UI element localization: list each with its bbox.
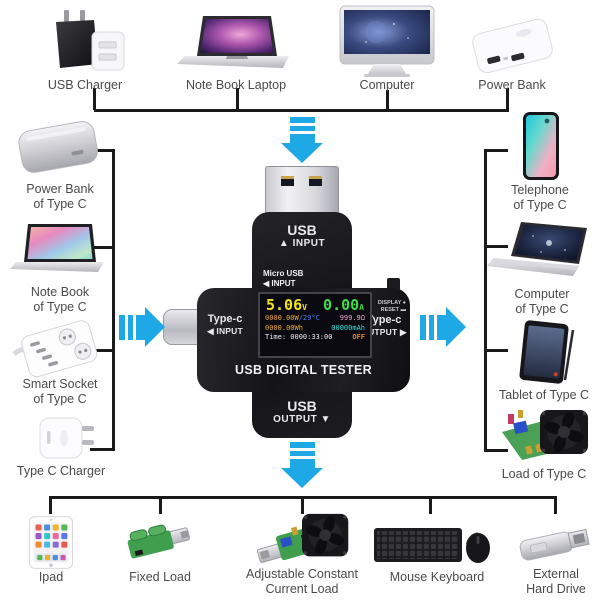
usb-a-plug <box>265 166 339 214</box>
tablet-image <box>514 320 580 386</box>
micro-usb-input-label: Micro USB ◀ INPUT <box>263 269 304 288</box>
computer-type-c-image <box>487 222 599 286</box>
flow-arrow-down-top <box>281 117 323 163</box>
device-label: Computer of Type C <box>514 287 570 316</box>
connector-line <box>93 88 96 110</box>
flow-arrow-down-bottom <box>281 442 323 488</box>
device-label: Smart Socket of Type C <box>22 377 98 406</box>
connector-line <box>90 149 113 152</box>
connector-line <box>429 496 432 514</box>
connector-line <box>159 496 162 514</box>
smart-socket-image <box>12 318 104 378</box>
adjustable-load-image <box>250 512 354 566</box>
device-label: Load of Type C <box>501 467 587 481</box>
resistance-readout: 999.9Ω <box>339 314 365 322</box>
notebook-laptop-image <box>173 14 299 78</box>
type-c-output-label: DISPLAY ● RESET ▬ Type-c OUTPUT ▶ <box>361 300 407 337</box>
connector-line <box>90 246 113 249</box>
load-state-readout: OFF <box>352 333 365 341</box>
tester-name: USB DIGITAL TESTER <box>235 363 372 377</box>
connector-line <box>301 496 304 514</box>
type-c-charger-image <box>26 410 102 464</box>
reset-button-label: RESET ▬ <box>380 307 406 313</box>
device-label: Type C Charger <box>16 464 106 478</box>
fixed-load-image <box>118 524 202 568</box>
device-label: Tablet of Type C <box>498 388 590 402</box>
connector-line <box>94 109 509 112</box>
telephone-image <box>520 110 562 182</box>
device-label: Mouse Keyboard <box>389 570 485 584</box>
device-label: Note Book Laptop <box>185 78 287 92</box>
power-bank-image <box>462 12 562 76</box>
mouse-keyboard-image <box>374 522 496 568</box>
connector-line <box>554 496 557 514</box>
computer-image <box>336 4 438 80</box>
device-label: Fixed Load <box>129 570 191 584</box>
connector-line <box>484 149 487 452</box>
device-label: USB Charger <box>47 78 123 92</box>
flow-arrow-right-left-side <box>119 307 165 347</box>
connector-line <box>90 448 113 451</box>
usb-input-label: USB ▲ INPUT <box>278 222 326 249</box>
usb-output-label: USB OUTPUT ▼ <box>273 398 331 425</box>
connector-line <box>486 245 508 248</box>
usb-contact-slot <box>281 176 294 186</box>
load-type-c-image <box>492 404 594 462</box>
connector-line <box>486 149 508 152</box>
usb-contact-slot <box>309 176 322 186</box>
capacity-readout: 00000mAh <box>331 323 365 332</box>
device-label: Telephone of Type C <box>511 183 569 212</box>
current-readout: 0.00A <box>323 296 364 314</box>
connector-line <box>486 449 508 452</box>
connector-line <box>486 349 508 352</box>
ipad-image <box>26 515 76 570</box>
power-temperature-readout: 0000.00W/29°C <box>265 314 320 322</box>
device-label: External Hard Drive <box>526 567 586 596</box>
time-readout: Time: 0000:33:00 <box>265 333 333 341</box>
device-label: Power Bank of Type C <box>26 182 94 211</box>
external-hard-drive-image <box>514 522 598 564</box>
connector-line <box>49 496 52 514</box>
device-label: Power Bank <box>478 78 546 92</box>
side-button[interactable] <box>387 278 400 291</box>
energy-readout: 0000.00Wh <box>265 323 303 332</box>
notebook-type-c-image <box>8 222 110 284</box>
device-label: Adjustable Constant Current Load <box>246 567 358 596</box>
connector-line <box>112 149 115 451</box>
usb-charger-image <box>36 8 130 78</box>
connector-line <box>386 90 389 110</box>
display-button-label: DISPLAY ● <box>377 300 406 306</box>
device-label: Computer <box>359 78 415 92</box>
device-label: Note Book of Type C <box>30 285 90 314</box>
device-label: Ipad <box>38 570 64 584</box>
voltage-readout: 5.06V <box>266 296 307 314</box>
connector-line <box>236 88 239 110</box>
connector-line <box>506 88 509 110</box>
lcd-screen: 5.06V 0.00A 0000.00W/29°C 999.9Ω 0000.00… <box>258 292 372 358</box>
connector-line <box>90 349 113 352</box>
flow-arrow-right-right-side <box>420 307 466 347</box>
power-bank-type-c-image <box>14 114 102 178</box>
type-c-input-label: Type-c ◀ INPUT <box>207 313 243 336</box>
